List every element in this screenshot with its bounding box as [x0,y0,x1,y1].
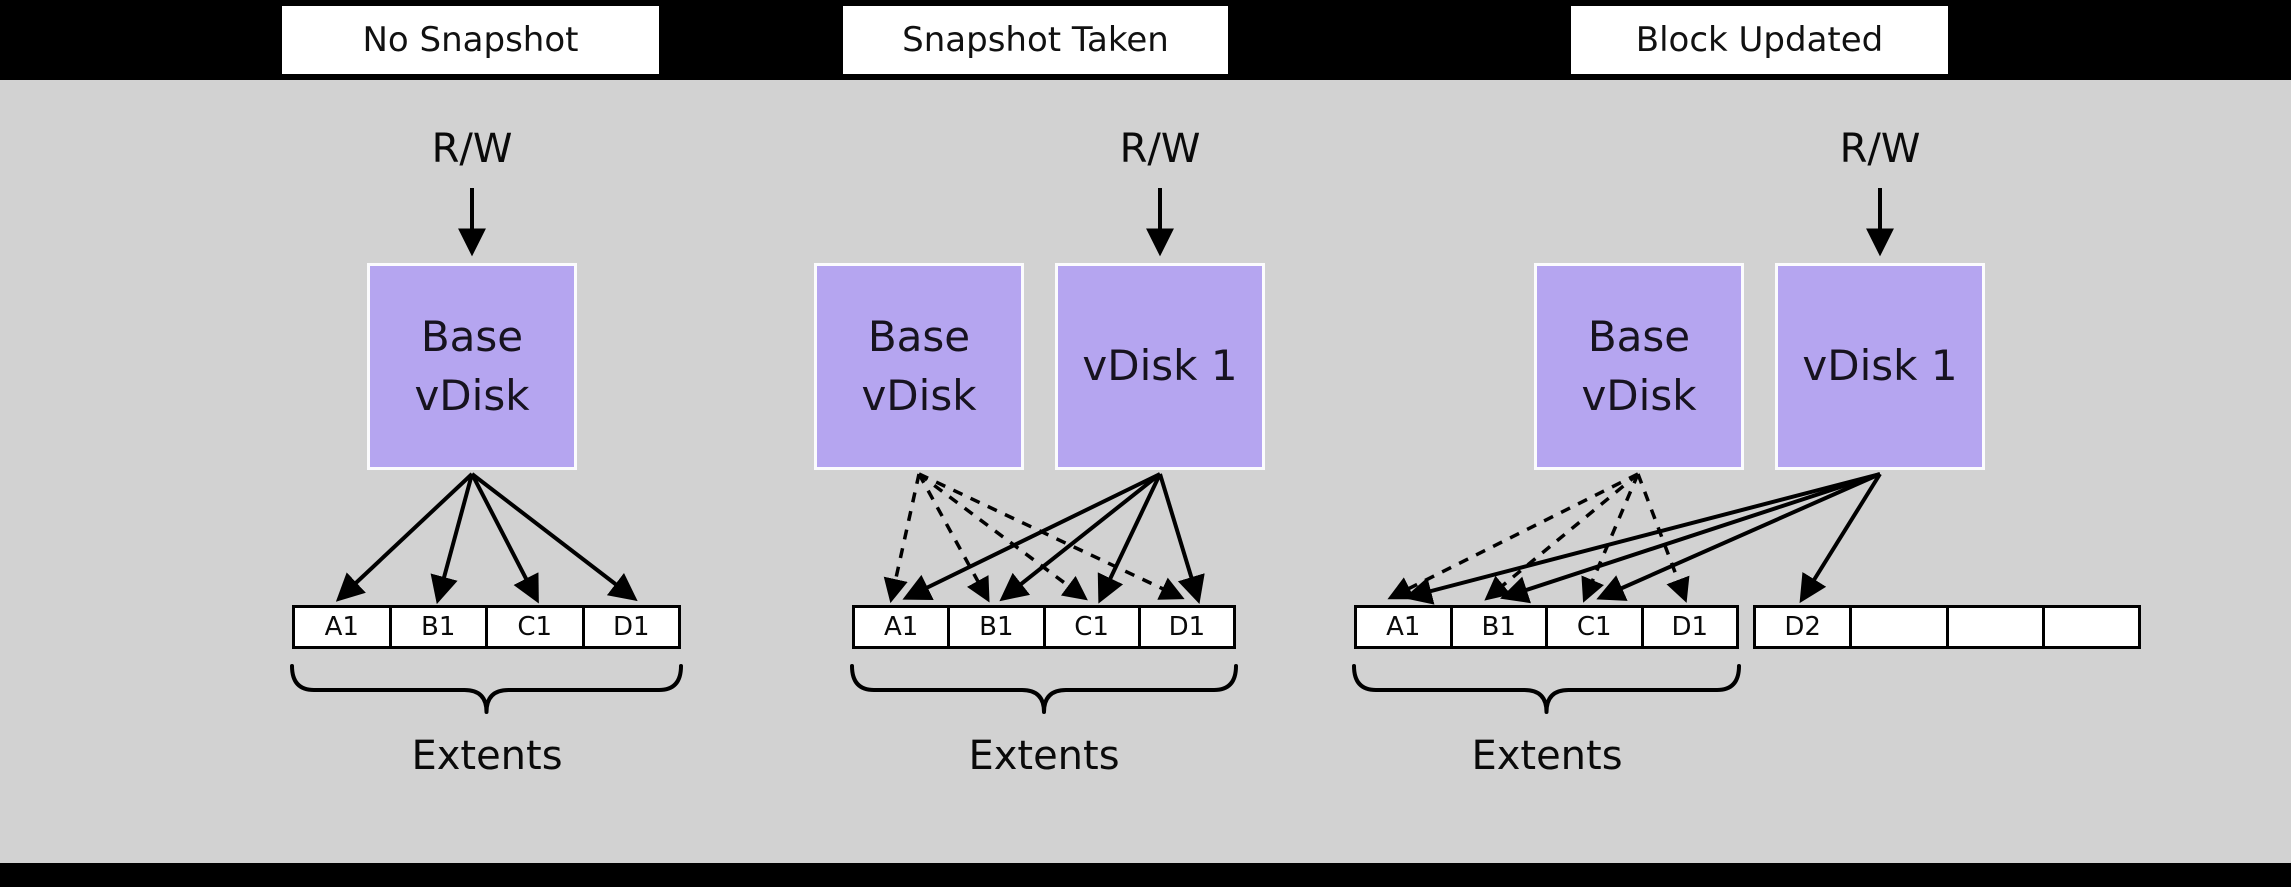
extent-cell: C1 [1545,608,1641,646]
extent-cell: A1 [883,612,919,642]
rw-label-panel2: R/W [1119,126,1201,172]
extent-cell: D1 [581,608,679,646]
base-vdisk-box-panel1: Base vDisk [367,263,577,470]
bottom-black-bar [0,863,2291,887]
extent-cell: C1 [485,608,582,646]
extent-cell: B1 [388,608,486,646]
extent-row-panel1: A1 B1 C1 D1 [292,605,681,649]
extents-label-panel2: Extents [968,733,1120,779]
rw-label-panel1: R/W [431,126,513,172]
vdisk1-label: vDisk 1 [1082,341,1238,391]
extent-cell: D1 [1137,608,1233,646]
base-vdisk-label-line2: vDisk [1581,370,1697,420]
base-vdisk-label-line2: vDisk [414,370,530,420]
extents-brace-panel3 [1352,664,1741,714]
base-vdisk-label-line1: Base [867,311,971,361]
title-label: No Snapshot [362,20,579,60]
rw-label-panel3: R/W [1839,126,1921,172]
extent-cell: B1 [947,608,1042,646]
base-vdisk-box-panel2: Base vDisk [814,263,1024,470]
vdisk1-to-extents-arrows-panel2 [902,472,1205,605]
vdisk1-box-panel2: vDisk 1 [1055,263,1265,470]
extent-row-panel2: A1 B1 C1 D1 [852,605,1236,649]
extent-row-panel3: A1 B1 C1 D1 [1354,605,1739,649]
extent-cell [1849,608,1945,646]
extent-cell: C1 [1042,608,1138,646]
base-to-extents-dashed-arrows-panel3 [1387,472,1690,603]
title-no-snapshot: No Snapshot [282,6,659,74]
extent-cell: D1 [1640,608,1737,646]
title-label: Block Updated [1635,20,1884,60]
base-vdisk-label-line2: vDisk [861,370,977,420]
extents-label-panel3: Extents [1471,733,1623,779]
extent-cell [1945,608,2042,646]
base-vdisk-box-panel3: Base vDisk [1534,263,1744,470]
vdisk1-box-panel3: vDisk 1 [1775,263,1985,470]
base-vdisk-label-line1: Base [420,311,524,361]
vdisk1-label: vDisk 1 [1802,341,1958,391]
extent-cell: A1 [324,612,359,642]
extent-cell: B1 [1449,608,1546,646]
extents-label-panel1: Extents [411,733,563,779]
base-to-extents-dashed-arrows-panel2 [883,472,1185,604]
new-extent-row-panel3: D2 [1753,605,2141,649]
title-label: Snapshot Taken [902,20,1169,60]
extent-cell [2041,608,2138,646]
extents-brace-panel1 [290,664,683,714]
base-to-extents-arrows-panel1 [335,472,638,605]
vdisk1-to-extents-arrows-panel3 [1403,472,1882,605]
extent-cell: A1 [1386,612,1421,642]
extents-brace-panel2 [850,664,1238,714]
title-block-updated: Block Updated [1571,6,1948,74]
title-snapshot-taken: Snapshot Taken [843,6,1228,74]
base-vdisk-label-line1: Base [1587,311,1691,361]
extent-cell: D2 [1784,612,1821,642]
